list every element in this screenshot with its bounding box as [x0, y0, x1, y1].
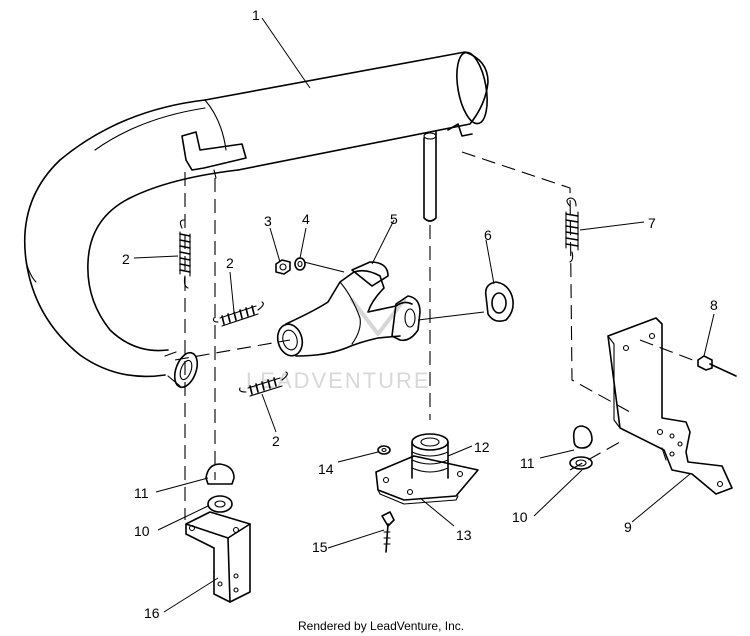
washer-left: [207, 495, 233, 513]
spring-right: [565, 197, 579, 263]
callout-14: 14: [318, 461, 334, 477]
muffler: [23, 51, 489, 389]
footer-credit: Rendered by LeadVenture, Inc.: [298, 619, 464, 633]
callout-9: 9: [624, 519, 632, 535]
gasket: [484, 281, 514, 322]
callout-5: 5: [390, 211, 398, 227]
spring-lower: [239, 371, 288, 397]
callout-2-middle: 2: [226, 255, 234, 271]
callout-6: 6: [484, 227, 492, 243]
nut: [275, 259, 291, 275]
callout-7: 7: [648, 215, 656, 231]
callout-13: 13: [456, 527, 472, 543]
callout-10-right: 10: [512, 509, 528, 525]
grommet-right: [572, 425, 593, 449]
screw: [381, 511, 395, 553]
callout-2-upper: 2: [122, 251, 130, 267]
washer-right: [569, 456, 593, 470]
callout-labels: 1 2 2 2 3 4 5 6 7 8 9 10 10 11 11 12 13 …: [122, 7, 718, 621]
washer: [294, 257, 306, 271]
alignment-lines: [174, 151, 631, 520]
spring-upper-left: [179, 219, 191, 289]
callout-15: 15: [312, 539, 328, 555]
small-washer: [377, 445, 391, 455]
mount-plate: [375, 455, 479, 505]
callout-10-left: 10: [134, 523, 150, 539]
callout-12: 12: [474, 439, 490, 455]
rubber-mount: [411, 433, 449, 479]
callout-16: 16: [144, 605, 160, 621]
callout-3: 3: [264, 213, 272, 229]
grommet-left: [205, 463, 235, 485]
leader-lines: [133, 17, 715, 613]
callout-11-right: 11: [520, 455, 535, 471]
callout-8: 8: [710, 297, 718, 313]
spring-middle: [212, 301, 264, 327]
right-bracket: [607, 317, 733, 495]
callout-11-left: 11: [134, 485, 149, 501]
watermark-text: LEADVENTURE: [246, 368, 431, 393]
bolt: [639, 339, 737, 377]
left-bracket: [185, 511, 251, 603]
callout-4: 4: [302, 211, 310, 227]
callout-2-lower: 2: [272, 433, 280, 449]
callout-1: 1: [252, 7, 260, 23]
exhaust-manifold: [276, 261, 421, 357]
